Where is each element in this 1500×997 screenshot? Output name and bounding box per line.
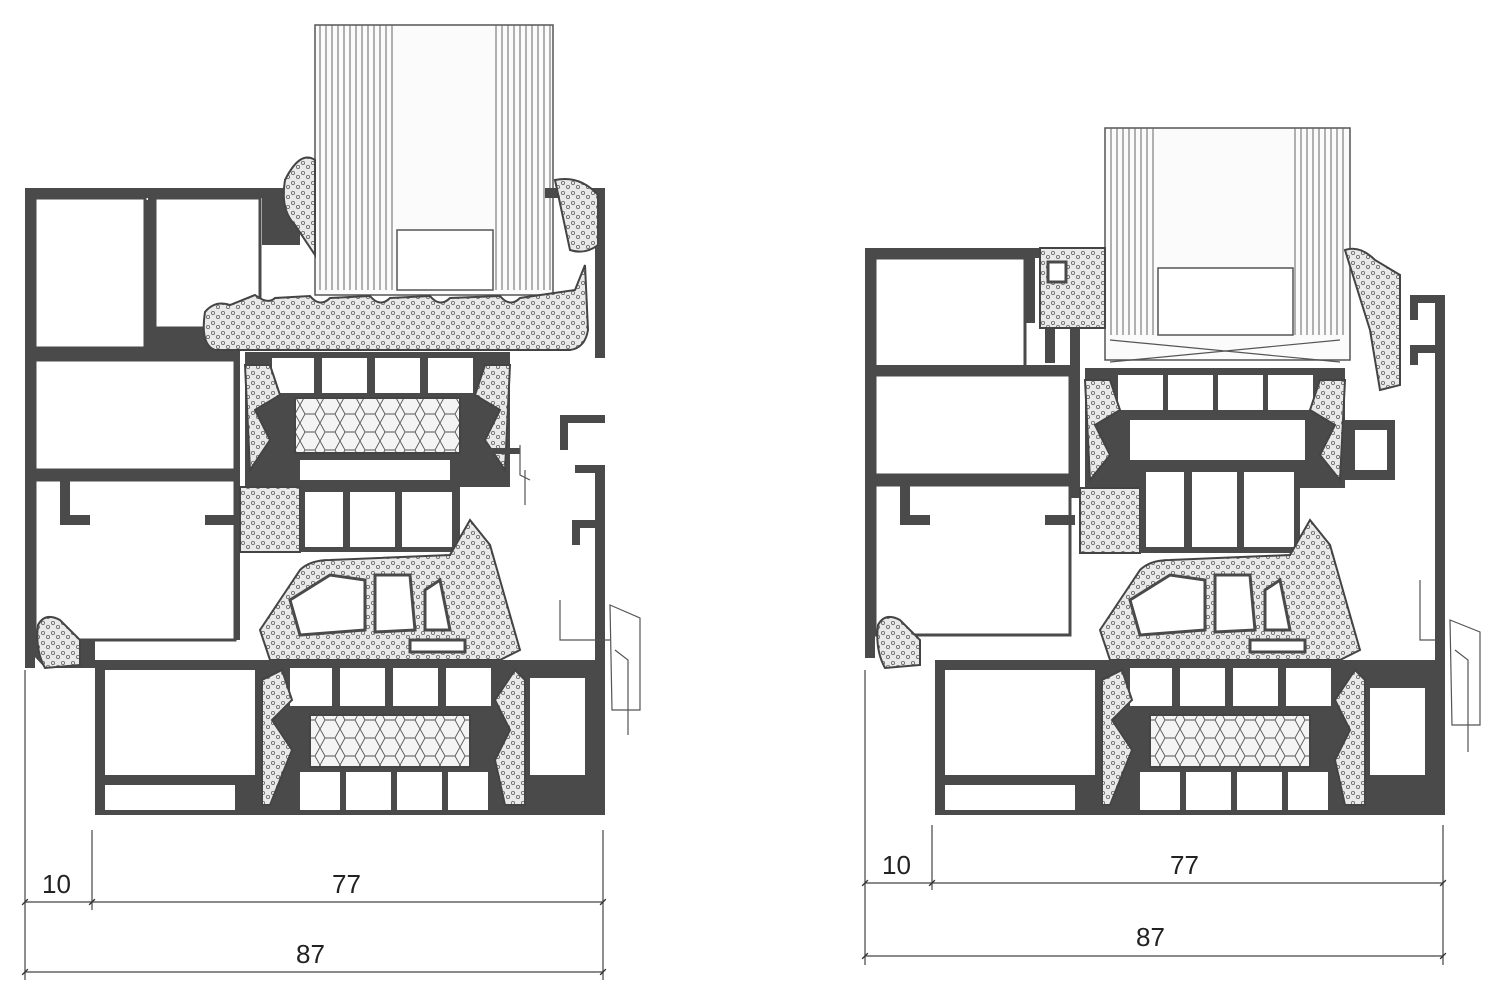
left-glass-insulation: [202, 264, 590, 351]
right-glazing-bead: [1039, 247, 1401, 392]
right-section: [865, 127, 1481, 815]
right-sash-frame: [865, 248, 1105, 658]
left-glass-unit: [314, 24, 554, 296]
right-bottom-frame: [935, 660, 1445, 815]
right-sash-lower: [1140, 465, 1300, 553]
left-glazing-gasket-outer: [282, 156, 316, 259]
left-dim-87: 87: [296, 939, 325, 969]
right-mid-foam: [1079, 487, 1141, 554]
left-section: [25, 24, 641, 815]
left-mid-foam: [239, 486, 301, 553]
left-frame-right: [490, 415, 641, 815]
right-thermal-break-upper: [1083, 368, 1347, 488]
left-dim-77: 77: [332, 869, 361, 899]
right-dimensions: 10 77 87: [861, 670, 1447, 965]
right-dim-10: 10: [882, 850, 911, 880]
right-dim-87: 87: [1136, 922, 1165, 952]
left-dim-10: 10: [42, 869, 71, 899]
left-thermal-break-upper: [243, 352, 512, 487]
left-bottom-seal: [36, 615, 81, 670]
left-bottom-frame: [95, 660, 605, 815]
right-dim-77: 77: [1170, 850, 1199, 880]
left-dimensions: 10 77 87: [21, 670, 607, 980]
left-sash-lower: [300, 487, 460, 552]
right-frame-right: [1345, 295, 1481, 815]
left-glazing-gasket-inner: [553, 178, 599, 253]
right-glass-unit: [1104, 127, 1351, 363]
right-bottom-seal: [876, 615, 921, 670]
